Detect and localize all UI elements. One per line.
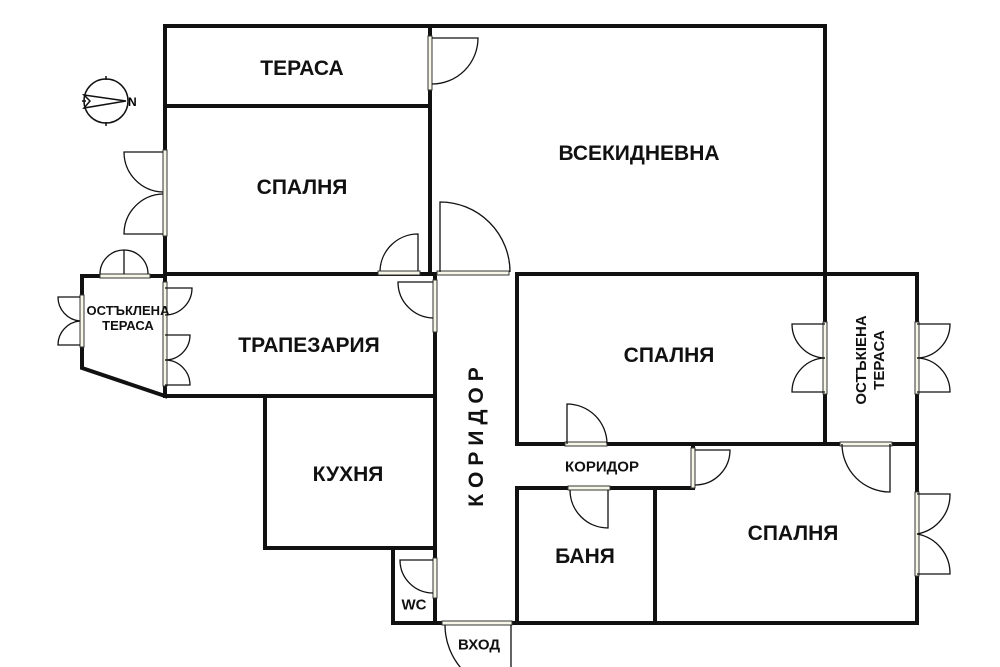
room-label-corridor-vertical: КОРИДОР <box>465 361 488 507</box>
room-label-bedroom-top: СПАЛНЯ <box>256 176 348 199</box>
room-label-bedroom-middle: СПАЛНЯ <box>623 344 715 367</box>
room-label-wc: WC <box>401 596 427 614</box>
svg-text:N: N <box>128 95 137 109</box>
room-label-living-room: ВСЕКИДНЕВНА <box>558 142 720 165</box>
room-label-bedroom-bottom: СПАЛНЯ <box>747 522 839 545</box>
doors <box>57 35 951 667</box>
compass-icon: N <box>81 76 137 126</box>
room-label-bathroom: БАНЯ <box>555 545 615 568</box>
room-label-corridor-horizontal: КОРИДОР <box>565 458 639 476</box>
room-label-kitchen: КУХНЯ <box>312 463 384 486</box>
room-label-glazed-terrace-right: ОСТЪКIЕНА ТЕРАСА <box>853 315 888 405</box>
room-label-terrace: ТЕРАСА <box>260 57 344 80</box>
entrance-label: ВХОД <box>457 636 501 654</box>
room-label-glazed-terrace-left: ОСТЪКЛЕНА ТЕРАСА <box>86 303 170 333</box>
room-label-dining-room: ТРАПЕЗАРИЯ <box>238 334 380 357</box>
